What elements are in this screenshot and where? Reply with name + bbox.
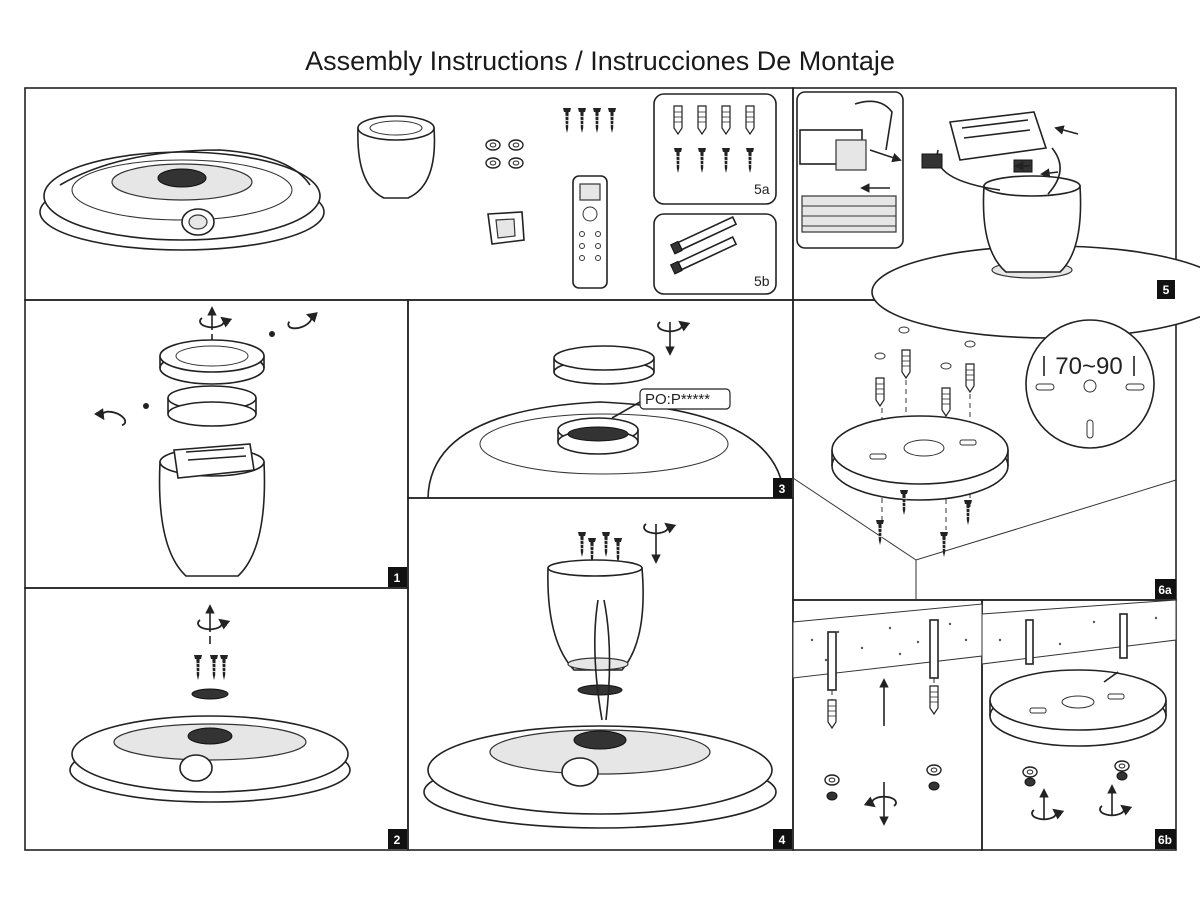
badge-5: 5 <box>1157 280 1175 299</box>
canopy-part <box>357 115 436 199</box>
washers-set <box>485 139 524 169</box>
panel-2-mount-plate <box>69 604 351 803</box>
badge-3: 3 <box>773 478 792 498</box>
fan-body-overview <box>39 149 325 251</box>
panel-3-cover: PO:P***** <box>427 322 785 499</box>
label-5a: 5a <box>754 181 770 197</box>
panel-6b-left-drill <box>792 603 983 826</box>
panel-6a-bracket: 70~90 <box>792 319 1177 600</box>
svg-text:6b: 6b <box>1158 833 1172 847</box>
panel-4-canopy-mount <box>423 524 777 829</box>
svg-text:5: 5 <box>1163 283 1170 297</box>
svg-text:1: 1 <box>394 571 401 585</box>
small-screws-set <box>562 107 617 134</box>
po-label: PO:P***** <box>645 391 710 408</box>
hardware-box-5b: 5b <box>653 213 777 295</box>
badge-6b: 6b <box>1155 829 1176 849</box>
panel-6b-right-fasten <box>981 599 1177 820</box>
dimension-label: 70~90 <box>1055 353 1122 380</box>
badge-1: 1 <box>388 567 407 587</box>
hardware-box-5a: 5a <box>653 93 777 205</box>
svg-text:6a: 6a <box>1158 583 1172 597</box>
badge-2: 2 <box>388 829 407 849</box>
panel-5-wiring <box>796 91 1200 339</box>
svg-text:4: 4 <box>779 833 786 847</box>
remote-control <box>572 175 608 289</box>
badge-6a: 6a <box>1155 579 1176 599</box>
mounting-clip <box>487 211 525 245</box>
svg-text:3: 3 <box>779 482 786 496</box>
po-label-box <box>639 388 731 410</box>
badge-4: 4 <box>773 829 792 849</box>
panel-1-canopy-assembly <box>101 306 313 577</box>
svg-text:2: 2 <box>394 833 401 847</box>
label-5b: 5b <box>754 273 770 289</box>
page-title: Assembly Instructions / Instrucciones De… <box>305 46 895 76</box>
